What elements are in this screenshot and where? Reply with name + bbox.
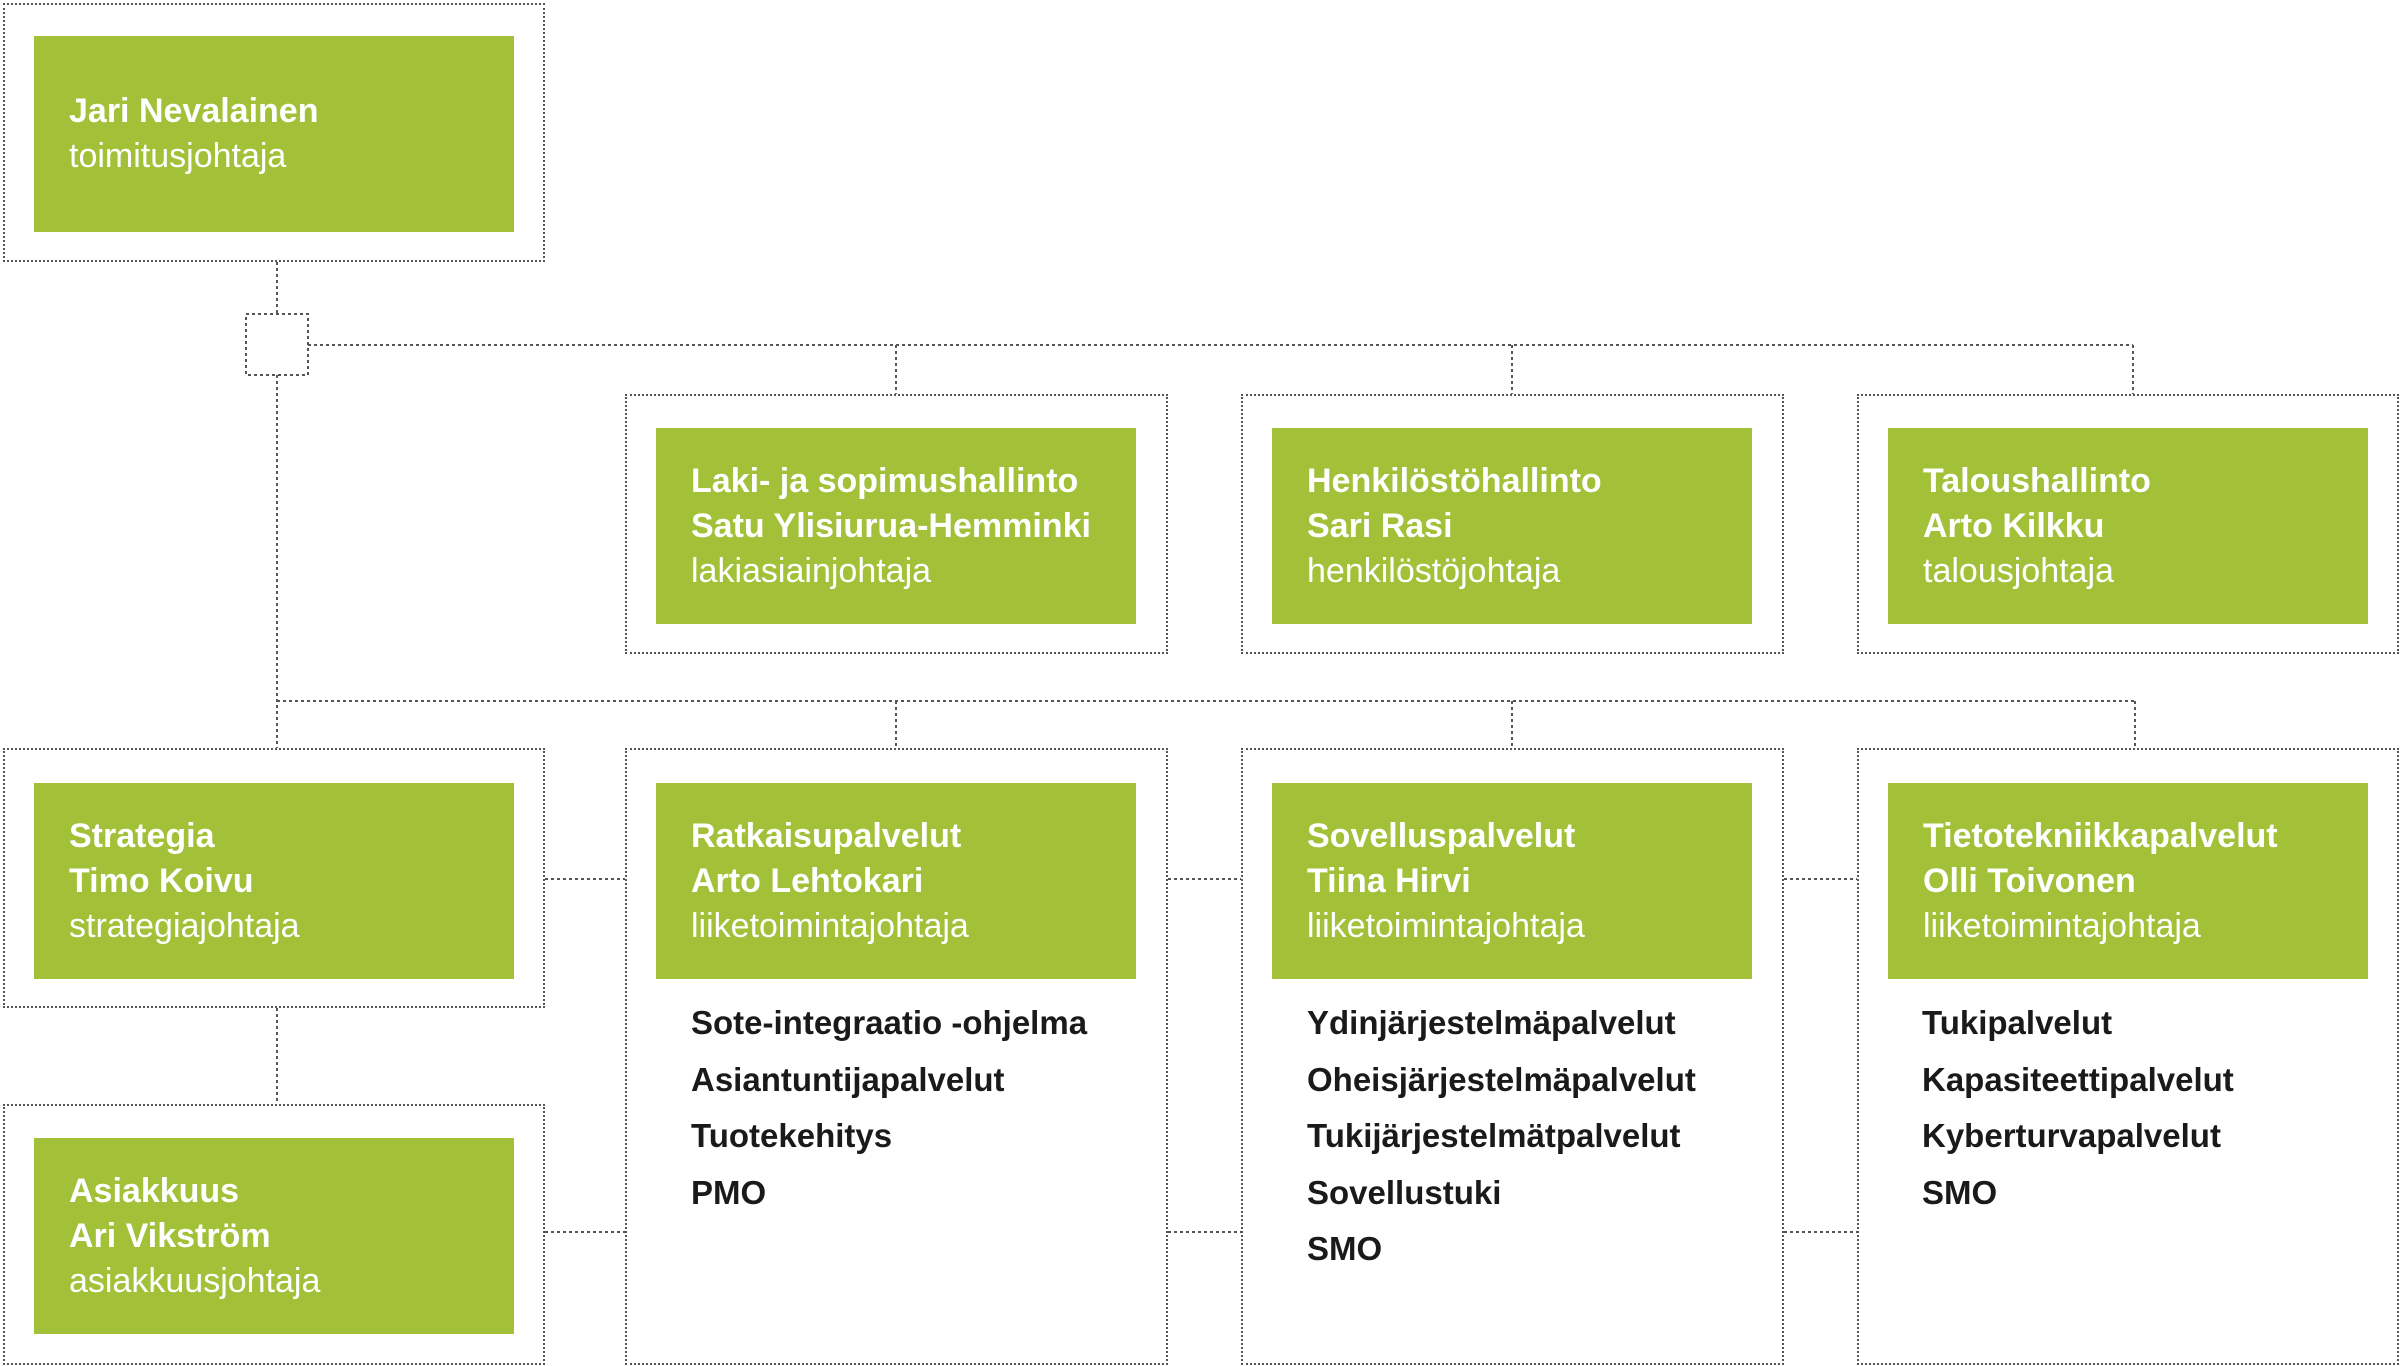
applications-name: Tiina Hirvi [1307, 861, 1471, 900]
legal-unit: Laki- ja sopimushallinto [691, 461, 1079, 500]
customer-unit: Asiakkuus [69, 1171, 240, 1210]
list-item: Sote-integraatio -ohjelma [691, 1004, 1088, 1041]
strategy-role: strategiajohtaja [69, 906, 300, 945]
list-item: Ydinjärjestelmäpalvelut [1307, 1004, 1676, 1041]
legal-name: Satu Ylisiurua-Hemminki [691, 506, 1091, 545]
list-item: Oheisjärjestelmäpalvelut [1307, 1060, 1696, 1098]
applications-service-list: Ydinjärjestelmäpalvelut Oheisjärjestelmä… [1307, 995, 1696, 1278]
hr-unit: Henkilöstöhallinto [1307, 461, 1602, 500]
customer-role: asiakkuusjohtaja [69, 1261, 321, 1300]
solutions-box: Ratkaisupalvelut Arto Lehtokari liiketoi… [656, 783, 1136, 979]
it-unit: Tietotekniikkapalvelut [1923, 816, 2278, 855]
it-service-list: Tukipalvelut Kapasiteettipalvelut Kybert… [1922, 995, 2234, 1221]
list-item: Asiantuntijapalvelut [691, 1060, 1005, 1098]
ceo-box: Jari Nevalainen toimitusjohtaja [34, 36, 514, 232]
legal-box: Laki- ja sopimushallinto Satu Ylisiurua-… [656, 428, 1136, 624]
applications-role: liiketoimintajohtaja [1307, 906, 1585, 945]
list-item: SMO [1922, 1173, 1998, 1211]
it-name: Olli Toivonen [1923, 861, 2136, 900]
list-item: SMO [1307, 1230, 1383, 1267]
finance-role: talousjohtaja [1923, 551, 2114, 590]
list-item: Tuotekehitys [691, 1117, 893, 1154]
finance-unit: Taloushallinto [1923, 461, 2151, 500]
solutions-role: liiketoimintajohtaja [691, 906, 969, 945]
strategy-name: Timo Koivu [69, 861, 254, 900]
ceo-name: Jari Nevalainen [69, 92, 319, 130]
list-item: Kapasiteettipalvelut [1922, 1060, 2234, 1098]
strategy-unit: Strategia [69, 816, 215, 855]
finance-box: Taloushallinto Arto Kilkku talousjohtaja [1888, 428, 2368, 624]
customer-name: Ari Vikström [69, 1216, 271, 1255]
it-role: liiketoimintajohtaja [1923, 906, 2201, 945]
solutions-service-list: Sote-integraatio -ohjelma Asiantuntijapa… [691, 995, 1087, 1221]
strategy-box: Strategia Timo Koivu strategiajohtaja [34, 783, 514, 979]
hr-box: Henkilöstöhallinto Sari Rasi henkilöstöj… [1272, 428, 1752, 624]
ceo-role: toimitusjohtaja [69, 137, 287, 175]
customer-box: Asiakkuus Ari Vikström asiakkuusjohtaja [34, 1138, 514, 1334]
list-item: Kyberturvapalvelut [1922, 1117, 2221, 1154]
list-item: PMO [691, 1173, 767, 1211]
it-box: Tietotekniikkapalvelut Olli Toivonen lii… [1888, 783, 2368, 979]
solutions-unit: Ratkaisupalvelut [691, 816, 962, 855]
hr-role: henkilöstöjohtaja [1307, 551, 1561, 590]
solutions-name: Arto Lehtokari [691, 861, 924, 900]
applications-box: Sovelluspalvelut Tiina Hirvi liiketoimin… [1272, 783, 1752, 979]
applications-unit: Sovelluspalvelut [1307, 816, 1576, 855]
list-item: Tukipalvelut [1922, 1004, 2113, 1041]
hr-name: Sari Rasi [1307, 506, 1453, 545]
legal-role: lakiasiainjohtaja [691, 551, 932, 590]
list-item: Sovellustuki [1307, 1173, 1502, 1211]
finance-name: Arto Kilkku [1923, 506, 2105, 545]
list-item: Tukijärjestelmätpalvelut [1307, 1117, 1681, 1154]
